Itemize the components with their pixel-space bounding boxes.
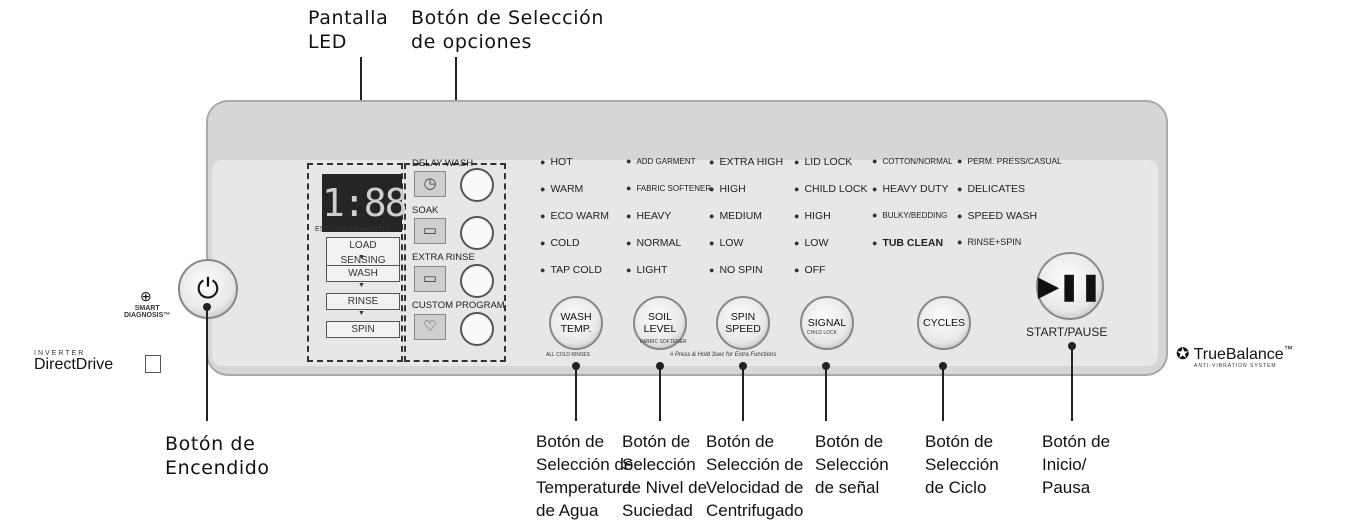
signal-callout: Botón de Selección de señal <box>815 432 889 497</box>
soil-option: FABRIC SOFTENER <box>626 183 711 193</box>
signal-option: LID LOCK <box>794 156 852 168</box>
cycle-option: HEAVY DUTY <box>872 183 948 195</box>
cycle-option: COTTON/NORMAL <box>872 156 952 166</box>
soak-icon: ▭ <box>414 218 446 244</box>
option-button-callout: Botón de Selección de opciones <box>411 7 604 53</box>
cycle-option: PERM. PRESS/CASUAL <box>957 156 1061 166</box>
spin-speed-button[interactable]: SPIN SPEED <box>716 296 770 350</box>
start-callout-line <box>1071 346 1073 421</box>
extra-rinse-icon: ▭ <box>414 266 446 292</box>
heart-icon: ♡ <box>414 314 446 340</box>
signal-callout-line <box>825 366 827 421</box>
spin-option: EXTRA HIGH <box>709 156 783 168</box>
arrow-down-icon: ▼ <box>358 282 365 289</box>
smart-diagnosis-label: SMART DIAGNOSIS™ <box>124 305 171 319</box>
soak-button[interactable] <box>460 216 494 250</box>
wash-temp-callout: Botón de Selección de Temperatura de Agu… <box>536 432 634 520</box>
est-time-label: EST. TIME REMAINING <box>315 226 390 233</box>
progress-rinse: RINSE <box>326 293 400 310</box>
true-balance-icon: ✪ <box>1176 346 1190 363</box>
arrow-down-icon: ▼ <box>358 310 365 317</box>
spin-option: HIGH <box>709 183 745 195</box>
custom-program-button[interactable] <box>460 312 494 346</box>
wash-temp-sub-label: ALL COLD RINSES <box>546 352 590 358</box>
temp-option: ECO WARM <box>540 210 609 222</box>
display-group-outline <box>307 163 403 362</box>
direct-drive-logo: DirectDrive <box>34 356 114 373</box>
option-label-extra-rinse: EXTRA RINSE <box>412 252 475 263</box>
energy-star-icon <box>145 355 161 373</box>
soil-level-button[interactable]: SOIL LEVEL <box>633 296 687 350</box>
smart-diagnosis-icon: ⊕ <box>140 288 152 304</box>
temp-option: HOT <box>540 156 572 168</box>
options-group-outline <box>404 163 506 362</box>
signal-option: HIGH <box>794 210 830 222</box>
spin-speed-callout: Botón de Selección de Velocidad de Centr… <box>706 432 804 520</box>
cycles-callout-line <box>942 366 944 421</box>
spin-callout-line <box>742 366 744 421</box>
cycle-option: BULKY/BEDDING <box>872 210 947 220</box>
progress-spin: SPIN <box>326 321 400 338</box>
temp-option: TAP COLD <box>540 264 602 276</box>
cycles-callout: Botón de Selección de Ciclo <box>925 432 999 497</box>
led-display-callout: Pantalla LED <box>308 7 389 53</box>
soil-option: NORMAL <box>626 237 681 249</box>
soil-level-callout: Botón de Selección de Nivel de Suciedad <box>622 432 708 520</box>
spin-option: LOW <box>709 237 743 249</box>
signal-option: OFF <box>794 264 825 276</box>
spin-option: NO SPIN <box>709 264 762 276</box>
signal-option: CHILD LOCK <box>794 183 867 195</box>
temp-option: WARM <box>540 183 583 195</box>
play-pause-icon: ▶❚❚ <box>1038 271 1102 301</box>
start-pause-callout: Botón de Inicio/ Pausa <box>1042 432 1111 497</box>
cycle-option: RINSE+SPIN <box>957 237 1021 247</box>
soil-option: LIGHT <box>626 264 667 276</box>
soil-level-sub-label: FABRIC SOFTENER <box>640 339 687 345</box>
progress-wash: WASH <box>326 265 400 282</box>
cycle-option: SPEED WASH <box>957 210 1037 222</box>
anti-vibration-label: ANTI-VIBRATION SYSTEM <box>1194 363 1277 369</box>
power-callout-line <box>206 306 208 421</box>
soil-option: ADD GARMENT <box>626 156 695 166</box>
hold-note: # Press & Hold 3sec for Extra Functions <box>670 352 777 358</box>
soil-option: HEAVY <box>626 210 671 222</box>
start-pause-label: START/PAUSE <box>1026 325 1108 339</box>
start-pause-button[interactable]: ▶❚❚ <box>1036 252 1104 320</box>
progress-load-sensing: LOAD SENSING <box>326 237 400 269</box>
signal-option: LOW <box>794 237 828 249</box>
power-button-callout: Botón de Encendido <box>165 433 270 479</box>
temp-option: COLD <box>540 237 579 249</box>
cycle-option-tub-clean: TUB CLEAN <box>872 237 943 249</box>
option-label-delay-wash: DELAY WASH <box>412 158 474 169</box>
signal-button[interactable]: SIGNAL <box>800 296 854 350</box>
clock-icon: ◷ <box>414 171 446 197</box>
true-balance-tm: ™ <box>1283 344 1293 354</box>
inverter-label: INVERTER <box>34 350 86 357</box>
option-label-soak: SOAK <box>412 205 439 216</box>
spin-option: MEDIUM <box>709 210 762 222</box>
soil-callout-line <box>659 366 661 421</box>
delay-wash-button[interactable] <box>460 168 494 202</box>
signal-sub-label: CHILD LOCK <box>807 330 838 336</box>
arrow-down-icon: ▼ <box>358 254 365 261</box>
led-display: 1:88 <box>322 174 408 232</box>
power-icon: ⏻ <box>196 273 220 304</box>
option-label-custom-program: CUSTOM PROGRAM <box>412 300 505 311</box>
true-balance-logo: ✪ TrueBalance™ <box>1176 344 1293 364</box>
extra-rinse-button[interactable] <box>460 264 494 298</box>
wash-temp-button[interactable]: WASH TEMP. <box>549 296 603 350</box>
wash-temp-callout-line <box>575 366 577 421</box>
true-balance-text: TrueBalance <box>1193 346 1284 363</box>
cycle-option: DELICATES <box>957 183 1025 195</box>
cycles-button[interactable]: CYCLES <box>917 296 971 350</box>
